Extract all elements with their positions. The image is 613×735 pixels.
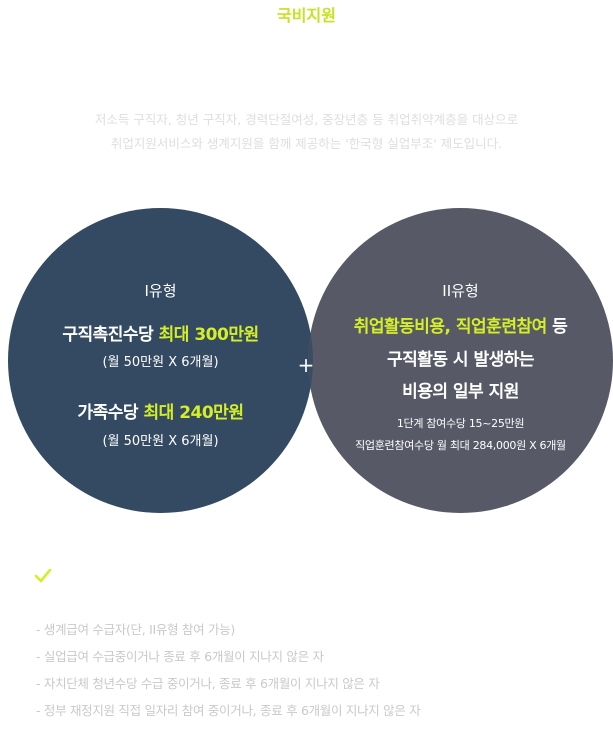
page-title: 국비지원 (277, 6, 336, 25)
intro-line-2: 취업지원서비스와 생계지원을 함께 제공하는 '한국형 실업부조' 제도입니다. (110, 136, 503, 151)
type1-item1-amount: 최대 300만원 (158, 325, 259, 345)
type2-detail-2: 직업훈련참여수당 월 최대 284,000원 X 6개월 (355, 439, 566, 452)
type1-item2-label: 가족수당 (77, 403, 139, 423)
type1-item1-label: 구직촉진수당 (62, 325, 154, 345)
type2-circle: II유형 취업활동비용, 직업훈련참여 등 구직활동 시 발생하는 비용의 일부… (308, 208, 613, 513)
list-item: - 정부 재정지원 직접 일자리 참여 중이거나, 종료 후 6개월이 지나지 … (36, 703, 421, 718)
type1-item1: 구직촉진수당 최대 300만원 (8, 320, 313, 345)
list-item: - 자치단체 청년수당 수급 중이거나, 종료 후 6개월이 지나지 않은 자 (36, 676, 380, 691)
type2-title: II유형 (442, 282, 479, 300)
type1-title: I유형 (144, 282, 177, 300)
eligibility-notes: - 생계급여 수급자(단, II유형 참여 가능) - 실업급여 수급중이거나 … (36, 616, 421, 724)
intro-text: 저소득 구직자, 청년 구직자, 경력단절여성, 중장년층 등 취업취약계층을 … (0, 108, 613, 156)
type2-line1-highlight: 취업활동비용, 직업훈련참여 (353, 317, 548, 337)
type2-line1-rest: 등 (552, 317, 568, 337)
list-item: - 생계급여 수급자(단, II유형 참여 가능) (36, 622, 235, 637)
list-item: - 실업급여 수급중이거나 종료 후 6개월이 지나지 않은 자 (36, 649, 324, 664)
type1-item2-amount: 최대 240만원 (143, 403, 244, 423)
type2-detail-1: 1단계 참여수당 15~25만원 (396, 417, 525, 430)
plus-icon: + (297, 353, 315, 377)
check-icon (34, 568, 52, 588)
type2-line3: 비용의 일부 지원 (402, 382, 519, 402)
type1-circle: I유형 구직촉진수당 최대 300만원 (월 50만원 X 6개월) 가족수당 … (8, 208, 313, 513)
intro-line-1: 저소득 구직자, 청년 구직자, 경력단절여성, 중장년층 등 취업취약계층을 … (94, 112, 519, 127)
type2-line2: 구직활동 시 발생하는 (386, 350, 535, 370)
type1-item1-detail: (월 50만원 X 6개월) (102, 355, 219, 370)
type1-item2: 가족수당 최대 240만원 (8, 398, 313, 423)
type2-line1: 취업활동비용, 직업훈련참여 등 (308, 312, 613, 337)
type1-item2-detail: (월 50만원 X 6개월) (102, 434, 219, 449)
